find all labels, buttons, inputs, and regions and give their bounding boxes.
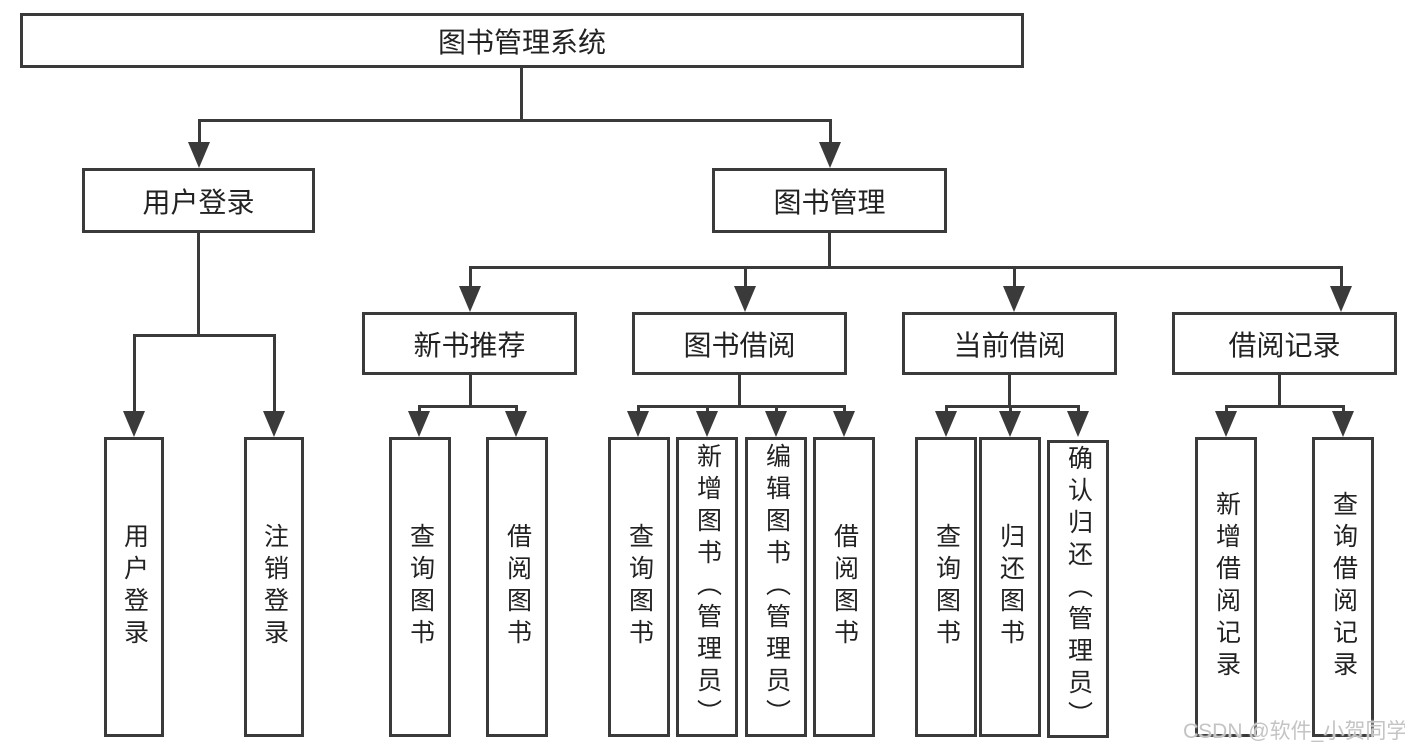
arrowhead-down xyxy=(999,411,1021,437)
node-current-borrow: 当前借阅 xyxy=(902,312,1117,375)
node-borrow-record-label: 借阅记录 xyxy=(1228,329,1341,361)
connector-segment xyxy=(515,405,518,415)
watermark-text: CSDN @软件_小贺同学 xyxy=(1183,720,1405,743)
leaf-label: 用户登录 xyxy=(120,523,149,651)
arrowhead-down xyxy=(1332,411,1354,437)
leaf-query-book-recommend: 查询图书 xyxy=(389,437,451,737)
leaf-label: 查询图书 xyxy=(932,523,961,651)
arrowhead-down xyxy=(819,142,841,168)
leaf-query-borrow-record: 查询借阅记录 xyxy=(1312,437,1374,737)
connector-segment xyxy=(1077,405,1080,415)
connector-segment xyxy=(1008,375,1011,406)
connector-segment xyxy=(469,375,472,406)
arrowhead-down xyxy=(505,411,527,437)
leaf-label: 确认归还（管理员） xyxy=(1064,445,1093,733)
node-borrow-record: 借阅记录 xyxy=(1172,312,1397,375)
connector-segment xyxy=(469,266,1342,269)
connector-segment xyxy=(738,375,741,406)
arrowhead-down xyxy=(1003,286,1025,312)
leaf-label: 借阅图书 xyxy=(503,523,532,651)
connector-segment xyxy=(637,405,640,415)
connector-segment xyxy=(133,334,136,416)
leaf-label: 编辑图书（管理员） xyxy=(762,443,791,731)
connector-segment xyxy=(945,405,948,415)
connector-segment xyxy=(198,119,201,147)
leaf-label: 借阅图书 xyxy=(830,523,859,651)
connector-segment xyxy=(828,233,831,267)
connector-segment xyxy=(133,334,276,337)
connector-segment xyxy=(1342,405,1345,415)
leaf-borrow-book: 借阅图书 xyxy=(813,437,875,737)
leaf-label: 新增图书（管理员） xyxy=(693,443,722,731)
leaf-edit-book-admin: 编辑图书（管理员） xyxy=(745,437,807,737)
connector-segment xyxy=(1225,405,1344,408)
connector-segment xyxy=(1340,266,1343,290)
arrowhead-down xyxy=(765,411,787,437)
leaf-borrow-book-recommend: 借阅图书 xyxy=(486,437,548,737)
arrowhead-down xyxy=(123,411,145,437)
arrowhead-down xyxy=(1067,411,1089,437)
connector-segment xyxy=(418,405,518,408)
leaf-label: 查询图书 xyxy=(625,523,654,651)
node-book-management-label: 图书管理 xyxy=(773,186,886,218)
arrowhead-down xyxy=(696,411,718,437)
node-book-borrow: 图书借阅 xyxy=(632,312,847,375)
arrowhead-down xyxy=(459,286,481,312)
connector-segment xyxy=(637,405,846,408)
connector-segment xyxy=(469,266,472,290)
arrowhead-down xyxy=(1330,286,1352,312)
connector-segment xyxy=(198,119,831,122)
leaf-query-book-current: 查询图书 xyxy=(915,437,977,737)
connector-segment xyxy=(520,68,523,120)
leaf-confirm-return-admin: 确认归还（管理员） xyxy=(1047,440,1109,738)
arrowhead-down xyxy=(408,411,430,437)
node-current-borrow-label: 当前借阅 xyxy=(953,329,1066,361)
arrowhead-down xyxy=(734,286,756,312)
node-new-book-recommend-label: 新书推荐 xyxy=(413,329,526,361)
connector-segment xyxy=(1013,266,1016,290)
connector-segment xyxy=(945,405,1079,408)
connector-segment xyxy=(829,119,832,147)
leaf-return-book: 归还图书 xyxy=(979,437,1041,737)
leaf-query-book-borrow: 查询图书 xyxy=(608,437,670,737)
leaf-add-book-admin: 新增图书（管理员） xyxy=(676,437,738,737)
leaf-label: 新增借阅记录 xyxy=(1212,491,1241,683)
arrowhead-down xyxy=(1215,411,1237,437)
node-root: 图书管理系统 xyxy=(20,13,1024,68)
connector-segment xyxy=(273,334,276,416)
connector-segment xyxy=(744,266,747,290)
connector-segment xyxy=(706,405,709,415)
connector-segment xyxy=(843,405,846,415)
node-root-label: 图书管理系统 xyxy=(437,26,606,58)
arrowhead-down xyxy=(188,142,210,168)
connector-segment xyxy=(197,233,200,336)
arrowhead-down xyxy=(833,411,855,437)
leaf-logout: 注销登录 xyxy=(244,437,304,737)
leaf-label: 归还图书 xyxy=(996,523,1025,651)
connector-segment xyxy=(775,405,778,415)
leaf-label: 查询借阅记录 xyxy=(1329,491,1358,683)
node-user-login-label: 用户登录 xyxy=(142,186,255,218)
arrowhead-down xyxy=(263,411,285,437)
leaf-label: 注销登录 xyxy=(260,523,289,651)
leaf-add-borrow-record: 新增借阅记录 xyxy=(1195,437,1257,737)
node-book-management: 图书管理 xyxy=(712,168,947,233)
node-user-login: 用户登录 xyxy=(82,168,315,233)
leaf-user-login: 用户登录 xyxy=(104,437,164,737)
arrowhead-down xyxy=(627,411,649,437)
connector-segment xyxy=(1009,405,1012,415)
arrowhead-down xyxy=(935,411,957,437)
connector-segment xyxy=(418,405,421,415)
node-book-borrow-label: 图书借阅 xyxy=(683,329,796,361)
connector-segment xyxy=(1225,405,1228,415)
leaf-label: 查询图书 xyxy=(406,523,435,651)
connector-segment xyxy=(1278,375,1281,406)
node-new-book-recommend: 新书推荐 xyxy=(362,312,577,375)
